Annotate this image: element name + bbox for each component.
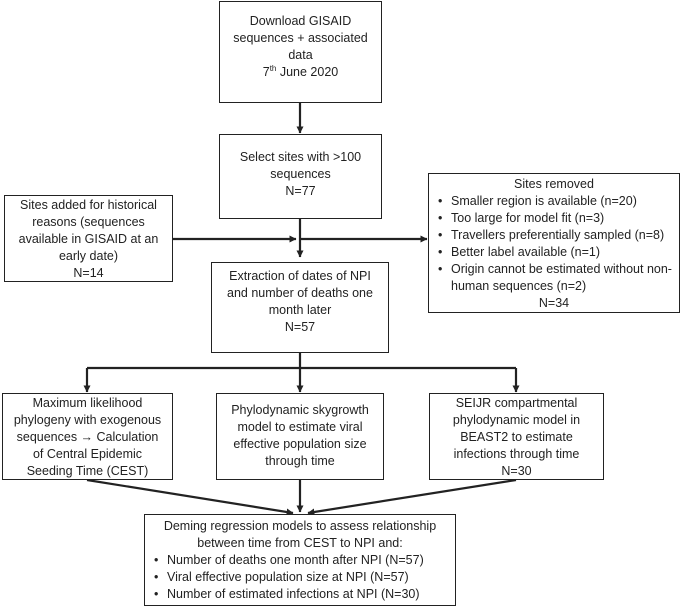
seijr-model-box: SEIJR compartmental phylodynamic model i…	[429, 393, 604, 480]
deming-outcome-item: Number of deaths one month after NPI (N=…	[151, 552, 449, 569]
download-date: 7th June 2020	[226, 64, 375, 81]
seijr-line-2: phylodynamic model in	[452, 413, 581, 427]
download-line-1: Download GISAID	[249, 14, 352, 28]
seijr-line-1: SEIJR compartmental	[455, 396, 578, 410]
ml-line-1: Maximum likelihood	[32, 396, 143, 410]
extraction-box: Extraction of dates of NPI and number of…	[211, 262, 389, 353]
added-count: N=14	[73, 266, 104, 280]
removed-reasons-list: Smaller region is available (n=20) Too l…	[435, 193, 673, 295]
deming-regression-box: Deming regression models to assess relat…	[144, 514, 456, 606]
seijr-line-3: BEAST2 to estimate	[460, 430, 573, 444]
extraction-line-2: and number of deaths one	[227, 286, 373, 300]
extraction-line-3: month later	[268, 303, 332, 317]
deming-outcome-item: Viral effective population size at NPI (…	[151, 569, 449, 586]
skygrowth-box: Phylodynamic skygrowth model to estimate…	[216, 393, 384, 480]
ml-line-3: sequences → Calculation	[16, 430, 159, 444]
ml-line-5: Seeding Time (CEST)	[26, 464, 149, 478]
select-line-1: Select sites with >100	[239, 150, 362, 164]
seijr-line-4: infections through time	[453, 447, 580, 461]
deming-outcome-item: Number of estimated infections at NPI (N…	[151, 586, 449, 603]
skygrowth-line-2: model to estimate viral	[237, 420, 363, 434]
select-sites-box: Select sites with >100 sequences N=77	[219, 134, 382, 219]
deming-outcomes-list: Number of deaths one month after NPI (N=…	[151, 552, 449, 603]
sites-removed-box: Sites removed Smaller region is availabl…	[428, 173, 680, 313]
arrow-seijr-to-deming	[307, 478, 517, 516]
date-suffix: th	[269, 63, 277, 73]
removed-title: Sites removed	[514, 177, 594, 191]
download-line-2: sequences + associated	[233, 31, 368, 45]
removed-count: N=34	[538, 296, 570, 310]
added-line-2: reasons (sequences	[32, 215, 145, 229]
added-line-3: available in GISAID at an	[18, 232, 159, 246]
ml-line-2: phylogeny with exogenous	[13, 413, 162, 427]
extraction-count: N=57	[284, 320, 316, 334]
removed-reason-item: Origin cannot be estimated without non-h…	[435, 261, 673, 295]
download-line-3: data	[288, 48, 313, 62]
removed-reason-item: Better label available (n=1)	[435, 244, 673, 261]
date-rest: June 2020	[276, 65, 339, 79]
added-line-1: Sites added for historical	[20, 198, 157, 212]
deming-intro-1: Deming regression models to assess relat…	[163, 519, 437, 533]
removed-reason-item: Smaller region is available (n=20)	[435, 193, 673, 210]
skygrowth-line-4: through time	[265, 454, 335, 468]
download-data-box: Download GISAID sequences + associated d…	[219, 1, 382, 103]
select-line-2: sequences	[270, 167, 331, 181]
deming-intro-2: between time from CEST to NPI and:	[197, 536, 403, 550]
added-line-4: early date)	[58, 249, 119, 263]
ml-phylogeny-box: Maximum likelihood phylogeny with exogen…	[2, 393, 173, 480]
select-count: N=77	[285, 184, 316, 198]
seijr-count: N=30	[501, 464, 532, 478]
removed-reason-item: Travellers preferentially sampled (n=8)	[435, 227, 673, 244]
sites-added-box: Sites added for historical reasons (sequ…	[4, 195, 173, 282]
skygrowth-line-1: Phylodynamic skygrowth	[231, 403, 369, 417]
skygrowth-line-3: effective population size	[233, 437, 367, 451]
date-day: 7	[262, 65, 270, 79]
removed-reason-item: Too large for model fit (n=3)	[435, 210, 673, 227]
extraction-line-1: Extraction of dates of NPI	[229, 269, 371, 283]
arrow-ml-to-deming	[86, 478, 294, 516]
ml-line-4: of Central Epidemic	[32, 447, 143, 461]
